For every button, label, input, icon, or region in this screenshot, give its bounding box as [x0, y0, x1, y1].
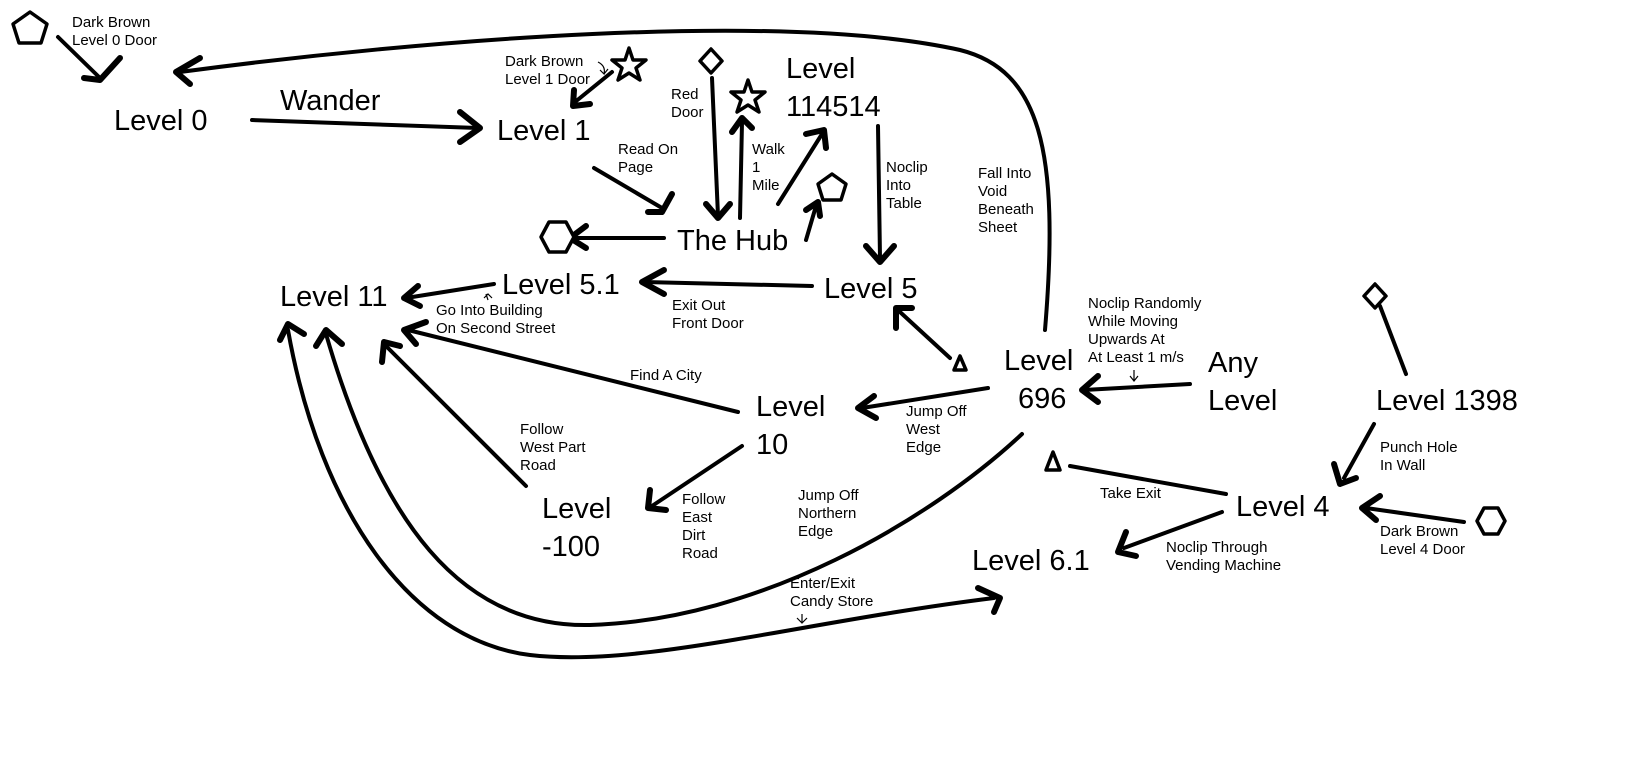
node-level1398: Level 1398 [1376, 385, 1518, 417]
star-icon [610, 46, 648, 82]
edge-level10-to-level11 [401, 319, 740, 414]
label-follow-west-part-road: Follow West Part Road [520, 421, 590, 474]
edge-level1-to-hub [592, 166, 675, 215]
diamond-icon [1362, 282, 1388, 310]
edge-level61-to-level11 [277, 321, 1003, 660]
label-noclip-into-table: Noclip Into Table [886, 159, 932, 212]
label-exit-out-front-door: Exit Out Front Door [672, 297, 744, 332]
edge-level696-to-level11 [313, 327, 1024, 628]
label-noclip-through-vending: Noclip Through Vending Machine [1166, 539, 1281, 574]
label-take-exit: Take Exit [1100, 485, 1162, 502]
edge-l0door-to-level0 [56, 35, 123, 83]
node-level10: Level 10 [756, 391, 833, 461]
node-level51: Level 5.1 [502, 269, 620, 301]
edge-level51-to-level11 [401, 282, 496, 309]
edge-level5-to-level51 [639, 267, 814, 297]
triangle-icon [1044, 450, 1062, 472]
edge-hub-to-level114514 [776, 127, 829, 206]
edge-reddoor-to-hub [703, 76, 733, 221]
label-go-into-building: Go Into Building On Second Street [436, 302, 556, 337]
label-read-on-page: Read On Page [618, 141, 682, 176]
label-noclip-randomly: Noclip Randomly While Moving Upwards At … [1088, 295, 1206, 366]
label-dark-brown-level4-door: Dark Brown Level 4 Door [1380, 523, 1465, 558]
node-levelm100: Level -100 [542, 493, 619, 563]
edge-levelm100-to-level11 [379, 339, 528, 488]
pentagon-icon [11, 10, 49, 45]
edge-level10-to-levelm100 [645, 444, 744, 513]
edge-level4-to-level61 [1115, 510, 1224, 559]
edge-hub-to-hexagon [567, 223, 666, 251]
edge-hub-to-pentagon [803, 199, 823, 242]
diamond-icon [698, 47, 724, 75]
pentagon-icon [816, 172, 848, 202]
small-arrow-mark [796, 614, 808, 624]
triangle-icon [952, 354, 968, 372]
node-level1: Level 1 [497, 115, 591, 147]
edges [56, 28, 1466, 660]
edge-l4door-to-level4 [1359, 493, 1466, 524]
small-arrow-mark [1129, 370, 1139, 382]
label-jump-off-northern-edge: Jump Off Northern Edge [798, 487, 863, 540]
label-dark-brown-level1-door: Dark Brown Level 1 Door [505, 53, 590, 88]
node-level696: Level 696 [1004, 345, 1081, 415]
label-follow-east-dirt-road: Follow East Dirt Road [682, 491, 730, 562]
small-arrow-mark [597, 61, 609, 76]
edge-level696-to-level10 [855, 386, 990, 421]
label-jump-off-west-edge: Jump Off West Edge [906, 403, 971, 456]
node-level114514: Level 114514 [786, 53, 881, 123]
label-red-door: Red Door [671, 86, 704, 121]
node-level0: Level 0 [114, 105, 208, 137]
edge-hub-to-star [729, 115, 755, 220]
node-level61: Level 6.1 [972, 545, 1090, 577]
node-hub: The Hub [677, 225, 788, 257]
edge-level1398-to-level4 [1331, 422, 1376, 487]
edge-labels: Dark Brown Level 0 Door Wander Dark Brow… [72, 14, 1465, 610]
star-icon [729, 78, 767, 114]
node-level11: Level 11 [280, 281, 388, 313]
label-punch-hole-in-wall: Punch Hole In Wall [1380, 439, 1462, 474]
edge-level696-to-level0 [173, 28, 1052, 332]
label-fall-into-void: Fall Into Void Beneath Sheet [978, 165, 1038, 236]
small-arrow-mark [483, 293, 493, 301]
label-dark-brown-level0-door: Dark Brown Level 0 Door [72, 14, 157, 49]
edge-level0-to-level1 [250, 109, 483, 145]
icons [11, 10, 1507, 624]
edge-level4-to-triangle [1068, 464, 1228, 496]
node-level5: Level 5 [824, 273, 918, 305]
edge-level114514-to-level5 [863, 124, 897, 265]
label-walk-1-mile: Walk 1 Mile [752, 141, 789, 194]
hexagon-icon [539, 220, 576, 254]
label-enter-exit-candy-store: Enter/Exit Candy Store [790, 575, 873, 610]
edge-l1door-to-level1 [570, 70, 614, 109]
hexagon-icon [1475, 506, 1507, 536]
edge-diamond-to-level1398 [1378, 304, 1408, 376]
nodes: Level 0 Level 1 The Hub Level 114514 Lev… [114, 53, 1518, 577]
label-find-a-city: Find A City [630, 367, 702, 384]
label-wander: Wander [280, 85, 381, 117]
node-level4: Level 4 [1236, 491, 1330, 523]
edge-any-to-level696 [1079, 373, 1192, 405]
node-anylevel: Any Level [1208, 347, 1277, 417]
edge-triangle-to-level5 [893, 305, 952, 360]
